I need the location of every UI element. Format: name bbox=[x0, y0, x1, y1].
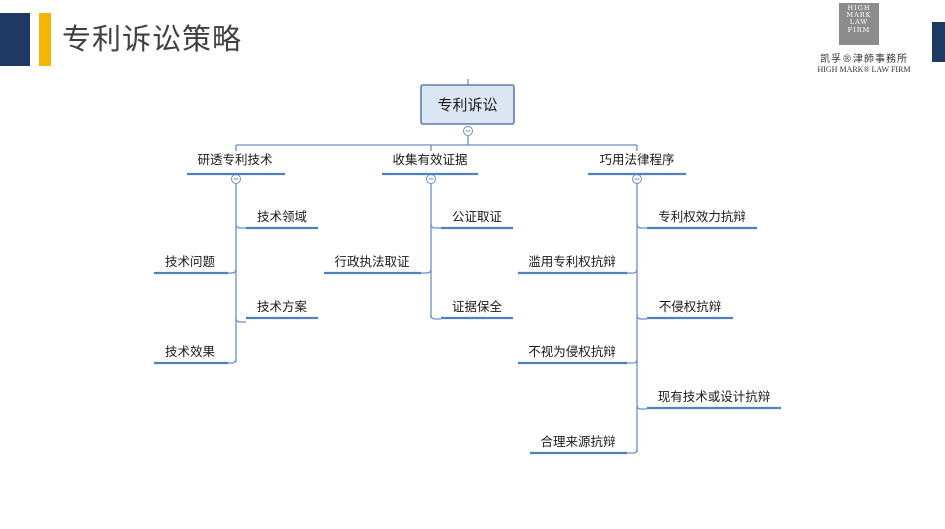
logo-english-name: HIGH MARK® LAW FIRM bbox=[817, 65, 911, 74]
left-decor-block bbox=[0, 13, 30, 66]
root-node bbox=[420, 84, 515, 125]
connector bbox=[228, 358, 237, 364]
connector bbox=[636, 223, 647, 229]
leaf-label: 技术领域 bbox=[257, 209, 307, 224]
branch-node: 巧用法律程序 bbox=[588, 152, 686, 176]
leaf-label: 专利权效力抗辩 bbox=[658, 209, 746, 224]
leaf-label: 滥用专利权抗辩 bbox=[528, 254, 616, 269]
leaf-label: 公证取证 bbox=[452, 209, 503, 224]
connector bbox=[430, 314, 441, 320]
leaf-label: 技术效果 bbox=[165, 344, 216, 359]
logo-line: HIGH bbox=[847, 4, 871, 12]
logo-mark: HIGH MARK LAW FIRM bbox=[839, 3, 879, 45]
leaf-label: 现有技术或设计抗辩 bbox=[658, 389, 771, 404]
branch-collapse-toggle[interactable] bbox=[231, 174, 241, 184]
branch-collapse-toggle[interactable] bbox=[632, 174, 642, 184]
branch-label: 收集有效证据 bbox=[392, 152, 467, 167]
logo-line: FIRM bbox=[847, 25, 871, 34]
connector bbox=[636, 314, 647, 320]
branch-node: 收集有效证据 bbox=[382, 152, 478, 176]
page-title: 专利诉讼策略 bbox=[62, 22, 243, 56]
connector bbox=[235, 317, 246, 323]
connector bbox=[228, 268, 237, 274]
leaf-label: 证据保全 bbox=[452, 299, 503, 314]
connector bbox=[627, 448, 638, 454]
logo-line: MARK bbox=[846, 11, 872, 20]
connector bbox=[627, 268, 638, 274]
connector bbox=[421, 268, 432, 274]
leaf-label: 不侵权抗辩 bbox=[659, 299, 722, 314]
leaf-label: 行政执法取证 bbox=[334, 254, 410, 269]
root-label: 专利诉讼 bbox=[437, 96, 497, 114]
connector bbox=[627, 358, 638, 364]
connector bbox=[636, 404, 647, 410]
leaf-label: 不视为侵权抗辩 bbox=[528, 344, 616, 359]
leaf-label: 技术问题 bbox=[165, 254, 216, 269]
branch-node: 研透专利技术 bbox=[187, 152, 285, 176]
branch-label: 巧用法律程序 bbox=[599, 152, 674, 167]
logo-line: LAW bbox=[849, 18, 869, 27]
branch-label: 研透专利技术 bbox=[197, 152, 273, 167]
root-collapse-toggle[interactable] bbox=[463, 126, 473, 136]
logo-chinese-name: 凯孚®津師事務所 bbox=[820, 54, 908, 65]
right-decor-block bbox=[932, 22, 945, 62]
leaf-label: 技术方案 bbox=[257, 299, 308, 314]
leaf-label: 合理来源抗辩 bbox=[540, 434, 615, 449]
branch-collapse-toggle[interactable] bbox=[426, 174, 436, 184]
firm-logo: HIGH MARK LAW FIRM 凯孚®津師事務所 HIGH MARK® L… bbox=[808, 3, 920, 75]
connector bbox=[430, 223, 441, 229]
connector bbox=[235, 223, 246, 229]
title-accent-bar bbox=[39, 13, 51, 66]
